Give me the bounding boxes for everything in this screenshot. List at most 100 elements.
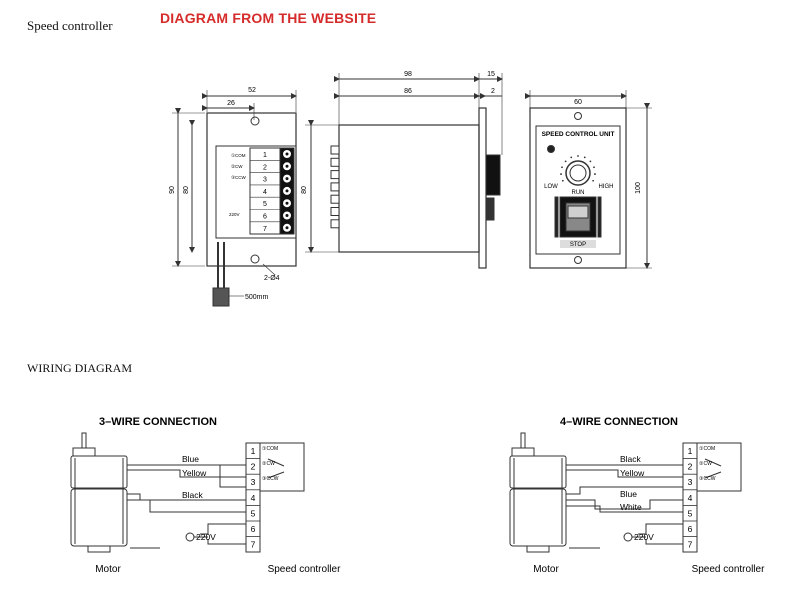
three-wire-ccw-label: ③CCW	[262, 476, 279, 482]
side-terminal-tabs	[330, 145, 340, 229]
terminal-screw-icon	[285, 152, 289, 156]
terminal-number: 6	[688, 524, 693, 534]
terminal-number: 7	[251, 540, 256, 550]
side-terminal-tab	[330, 194, 340, 204]
terminal-screw-icon	[285, 214, 289, 217]
front-height-inner-label: 80	[183, 186, 190, 194]
four-wire-motor-label: Motor	[533, 564, 559, 575]
panel-title: SPEED CONTROL UNIT	[542, 131, 615, 138]
side-terminal-tab	[330, 207, 340, 216]
three-wire-cw-label: ②CW	[262, 461, 275, 467]
terminal-number: 5	[251, 508, 256, 518]
three-wire-blue-label: Blue	[182, 454, 199, 464]
wiring-heading: WIRING DIAGRAM	[27, 361, 132, 375]
terminal-number: 6	[251, 524, 256, 534]
front-width-inner-label: 26	[227, 100, 235, 107]
four-wire-yellow-label: Yellow	[620, 468, 645, 478]
knob-scale-dot	[577, 155, 579, 157]
side-panel-label: 2	[491, 88, 495, 95]
knob-scale-dot	[594, 173, 596, 175]
cable-length-label: 500mm	[245, 294, 269, 301]
terminal-number: 2	[688, 462, 693, 472]
four-wire-com-label: ①COM	[699, 446, 715, 452]
front-terminal-number: 6	[263, 214, 267, 221]
knob-scale-dot	[589, 160, 592, 163]
front-height-outer-label: 90	[169, 186, 176, 194]
front-terminal-number: 4	[263, 189, 267, 196]
four-wire-cw-label: ②CW	[699, 461, 712, 467]
page-title: Speed controller	[27, 18, 113, 33]
front-terminal-number: 5	[263, 201, 267, 208]
three-wire-black-label: Black	[182, 490, 204, 500]
front-terminal-number: 7	[263, 226, 267, 233]
knob-scale-dot	[592, 179, 595, 182]
three-wire-title: 3–WIRE CONNECTION	[99, 416, 217, 428]
terminal-screw-icon	[285, 189, 289, 193]
four-wire-blue-label: Blue	[620, 489, 637, 499]
knob-scale-dot	[560, 173, 562, 175]
front-terminal-block: 1 2 3 4 5 6 7	[250, 150, 291, 235]
terminal-number: 4	[251, 493, 256, 503]
three-wire-yellow-label: Yellow	[182, 468, 207, 478]
knob-low-label: LOW	[544, 184, 558, 190]
mount-hole-label: 2-Ø4	[264, 275, 280, 282]
terminal-number: 7	[688, 540, 693, 550]
side-depth-body-label: 86	[404, 88, 412, 95]
knob-scale-dot	[561, 166, 563, 169]
four-wire-voltage-label: 220V	[634, 532, 654, 542]
terminal-number: 5	[688, 508, 693, 518]
four-wire-ccw-label: ③CCW	[699, 476, 716, 482]
knob-scale-dot	[564, 160, 567, 163]
front-ccw-label: ③CCW	[231, 175, 247, 180]
switch-run-label: RUN	[572, 190, 585, 196]
side-terminal-tab	[330, 170, 340, 180]
four-wire-controller-label: Speed controller	[692, 564, 765, 575]
terminal-screw-icon	[285, 226, 289, 230]
speed-knob-scale	[560, 155, 596, 182]
terminal-number: 3	[251, 477, 256, 487]
terminal-number: 1	[251, 446, 256, 456]
panel-width-label: 60	[574, 99, 582, 106]
side-terminal-tab	[330, 145, 340, 155]
panel-height-label: 100	[635, 182, 642, 194]
terminal-screw-icon	[285, 201, 289, 205]
three-wire-diagram: 1 2 3 4 5 6 7 3–WIRE CONNECTION Blue Yellow Bl…	[70, 416, 341, 575]
knob-scale-dot	[561, 179, 564, 182]
terminal-number: 2	[251, 462, 256, 472]
side-terminal-tab	[330, 182, 340, 192]
terminal-number: 1	[688, 446, 693, 456]
knob-scale-dot	[583, 156, 586, 159]
front-view	[172, 90, 297, 307]
terminal-screw-icon	[285, 164, 289, 168]
front-terminal-number: 1	[263, 152, 267, 159]
front-220v-label: 220V	[229, 212, 240, 217]
side-view	[305, 73, 503, 269]
terminal-number: 3	[688, 477, 693, 487]
side-terminal-tab	[330, 157, 340, 167]
panel-view	[525, 90, 652, 269]
knob-high-label: HIGH	[599, 184, 614, 190]
four-wire-black-label: Black	[620, 454, 642, 464]
switch-stop-label: STOP	[570, 242, 586, 248]
four-wire-title: 4–WIRE CONNECTION	[560, 416, 678, 428]
terminal-screw-icon	[285, 177, 289, 181]
knob-scale-dot	[570, 156, 573, 159]
four-wire-diagram: 1 2 3 4 5 6 7 4–WIRE CONNECTION Black Yellow B…	[509, 416, 765, 575]
three-wire-voltage-label: 220V	[196, 532, 216, 542]
front-width-outer-label: 52	[248, 87, 256, 94]
side-depth-total-label: 98	[404, 71, 412, 78]
knob-scale-dot	[593, 166, 595, 169]
front-com-label: ①COM	[231, 153, 246, 158]
front-terminal-number: 2	[263, 164, 267, 171]
site-label: DIAGRAM FROM THE WEBSITE	[160, 10, 377, 26]
front-cw-label: ②CW	[231, 164, 243, 169]
side-height-label: 80	[301, 186, 308, 194]
three-wire-com-label: ①COM	[262, 446, 278, 452]
front-terminal-number: 3	[263, 177, 267, 184]
three-wire-motor-label: Motor	[95, 564, 121, 575]
three-wire-controller-label: Speed controller	[268, 564, 341, 575]
side-knob-label: 15	[487, 71, 495, 78]
side-terminal-tab	[330, 219, 340, 229]
terminal-number: 4	[688, 493, 693, 503]
